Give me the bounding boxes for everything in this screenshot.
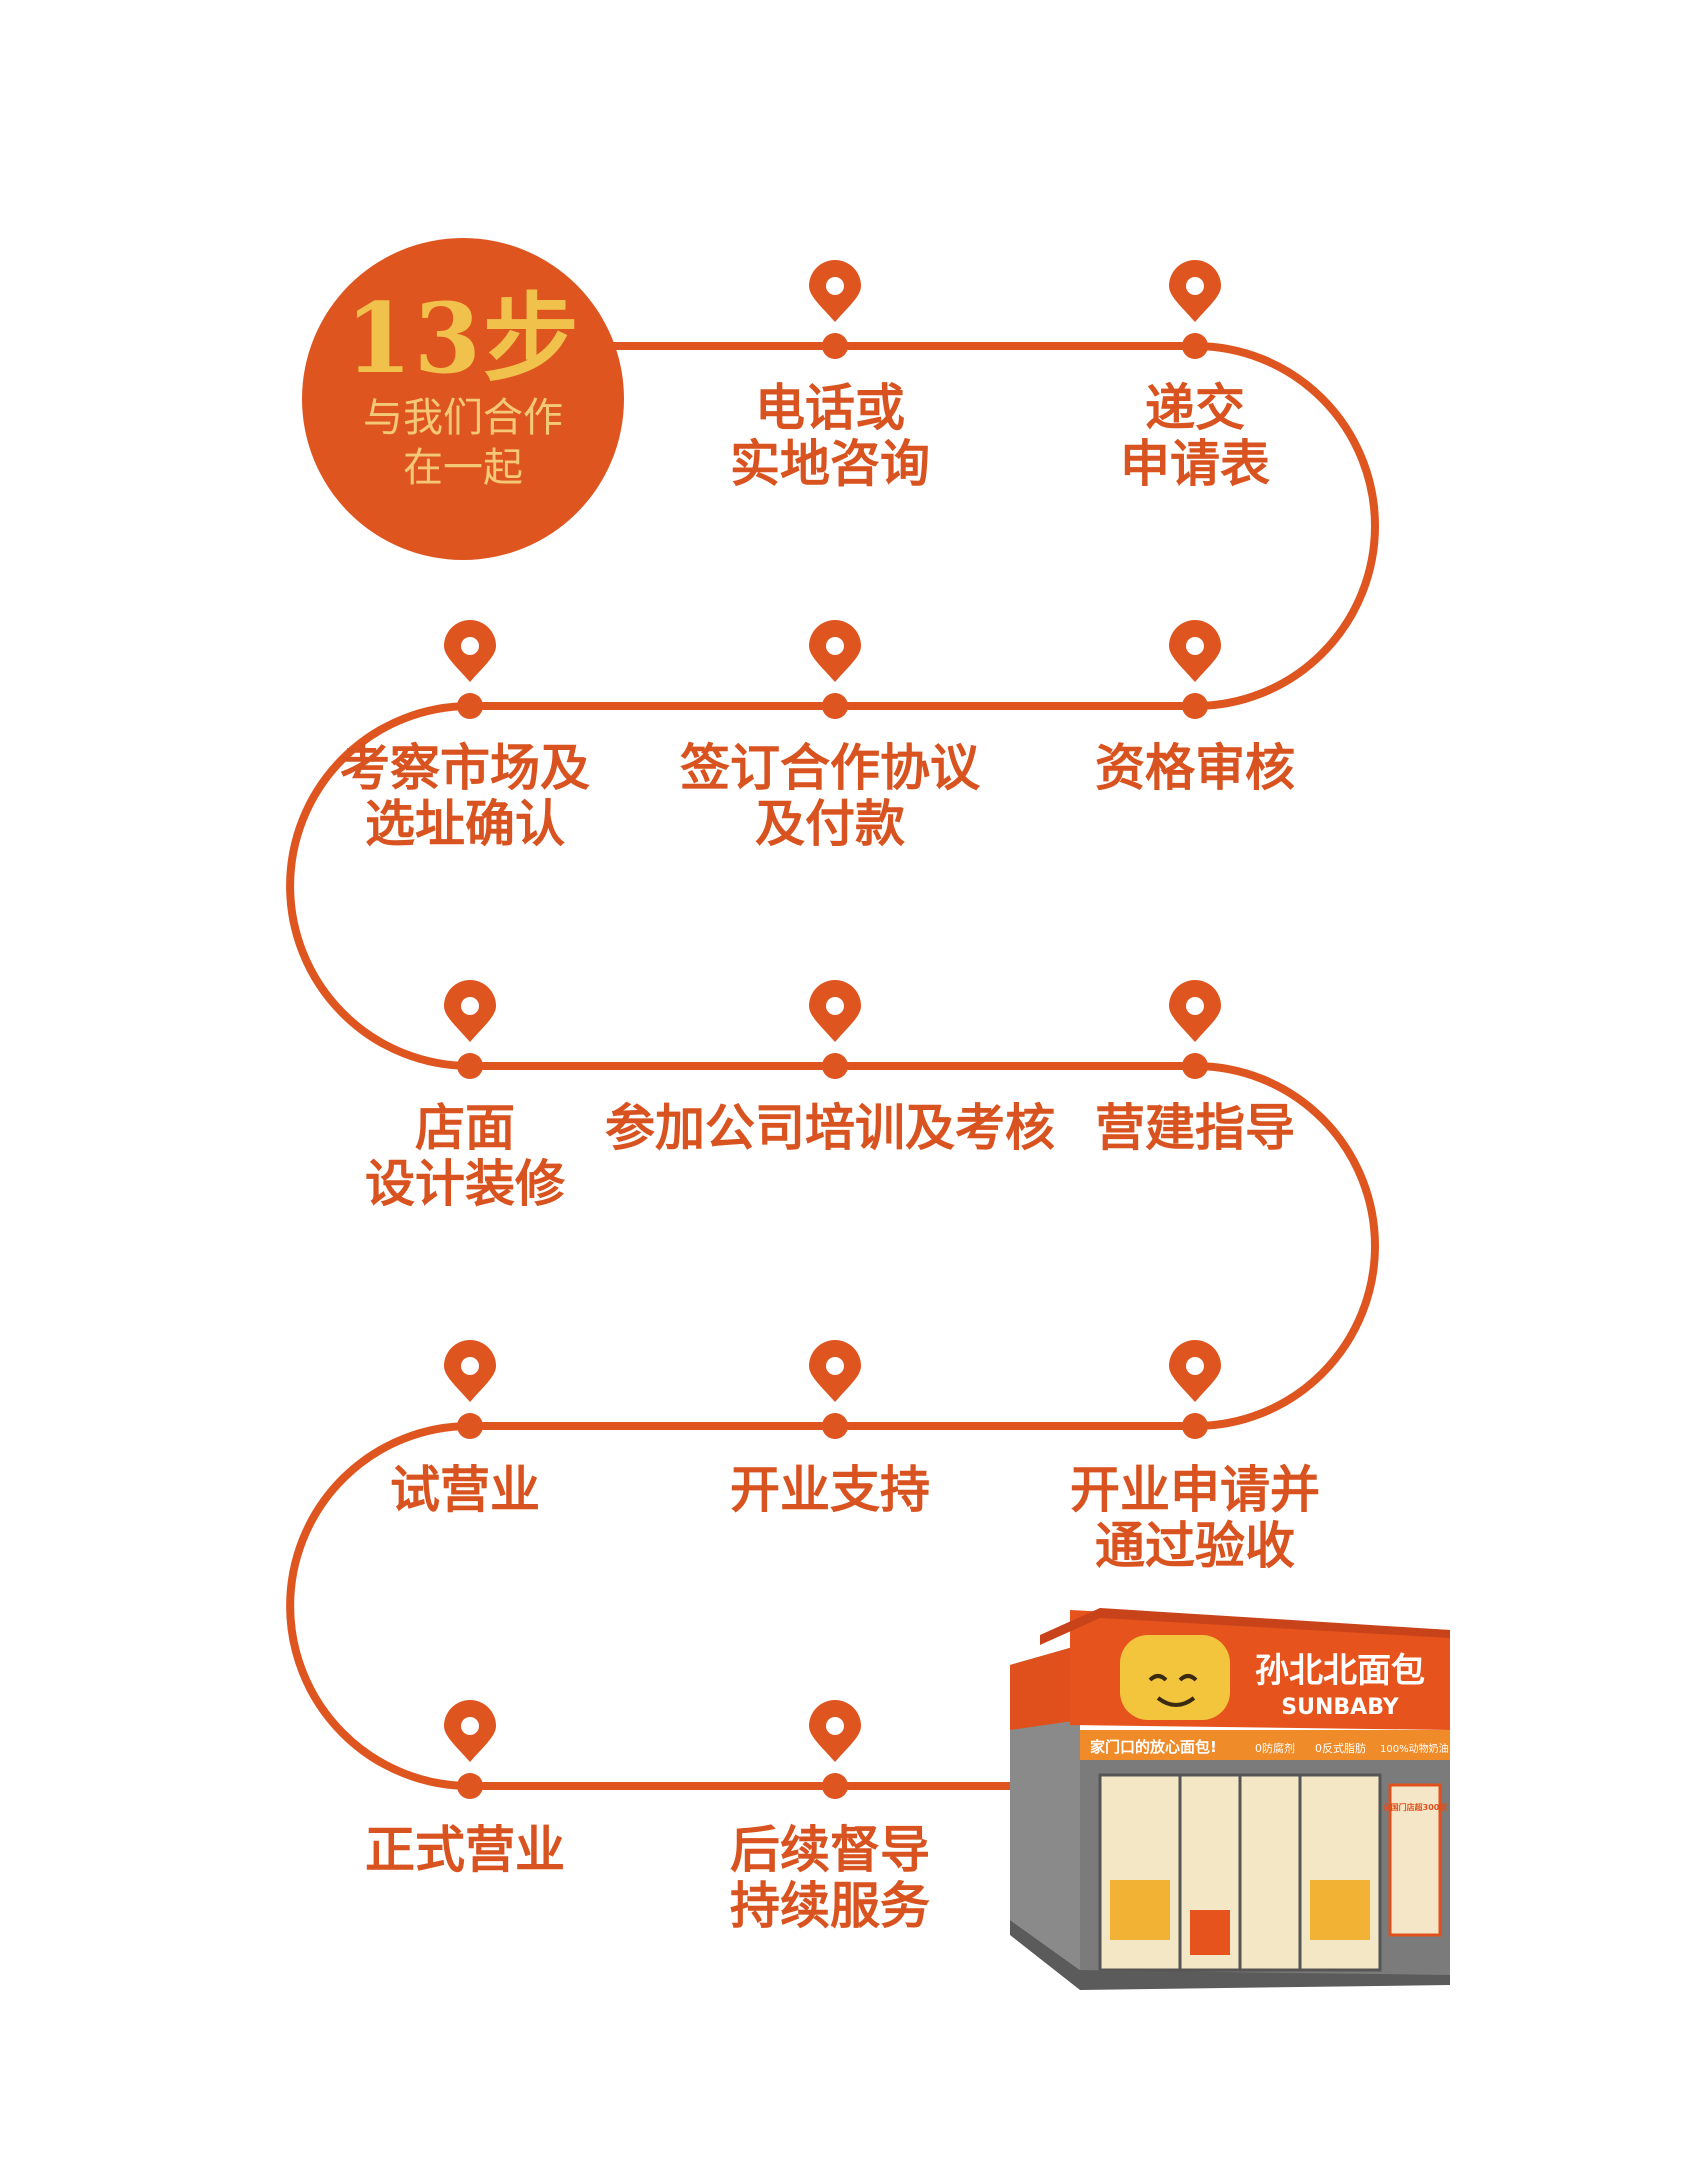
store-slogan: 家门口的放心面包! [1090, 1738, 1217, 1756]
location-pin-hole [826, 637, 844, 655]
store-tag: 100%动物奶油 [1380, 1742, 1449, 1755]
step-label: 资格审核 [1015, 740, 1375, 796]
step-label-line: 参加公司培训及考核 [605, 1098, 1055, 1157]
location-pin-hole [461, 997, 479, 1015]
step-dot [822, 333, 848, 359]
step-label-line: 资格审核 [1095, 738, 1295, 797]
step-dot [457, 1413, 483, 1439]
step-label-line: 选址确认 [365, 794, 565, 853]
step-label: 开业申请并 通过验收 [1015, 1462, 1375, 1574]
step-label-line: 签订合作协议 [680, 738, 980, 797]
location-pin-hole [1186, 1357, 1204, 1375]
step-label-line: 持续服务 [730, 1876, 930, 1935]
step-label: 营建指导 [1015, 1100, 1375, 1156]
step-label-line: 递交 [1145, 378, 1245, 437]
step-dot [822, 1413, 848, 1439]
location-pin-hole [1186, 997, 1204, 1015]
store-brand-cn: 孙北北面包 [1255, 1651, 1425, 1691]
step-label: 店面 设计装修 [285, 1100, 645, 1212]
location-pin-hole [826, 1717, 844, 1735]
store-brand-en: SUNBABY [1281, 1695, 1399, 1720]
step-label-line: 营建指导 [1095, 1098, 1295, 1157]
step-label: 试营业 [285, 1462, 645, 1518]
step-label-line: 考察市场及 [340, 738, 590, 797]
step-dot [457, 1053, 483, 1079]
step-label-line: 开业支持 [730, 1460, 930, 1519]
step-label-line: 后续督导 [730, 1820, 930, 1879]
step-label-line: 设计装修 [365, 1154, 565, 1213]
step-dot [822, 693, 848, 719]
step-dot [1182, 693, 1208, 719]
steps-badge: 13步 与我们合作 在一起 [302, 238, 624, 560]
badge-subtitle: 与我们合作 在一起 [363, 393, 563, 493]
step-label: 后续督导 持续服务 [650, 1822, 1010, 1934]
step-label: 参加公司培训及考核 [600, 1100, 1060, 1156]
step-label-line: 开业申请并 [1070, 1460, 1320, 1519]
step-dot [1182, 1413, 1208, 1439]
step-dot [822, 1773, 848, 1799]
step-dot [457, 1773, 483, 1799]
step-label: 开业支持 [650, 1462, 1010, 1518]
step-dot [457, 693, 483, 719]
step-dot [822, 1053, 848, 1079]
store-poster: 全国门店超300家 [1382, 1802, 1449, 1812]
step-label-line: 店面 [415, 1098, 515, 1157]
step-markers [444, 260, 1221, 1799]
location-pin-hole [826, 1357, 844, 1375]
step-label-line: 及付款 [755, 794, 905, 853]
step-label-line: 电话或 [755, 378, 905, 437]
step-dot [1182, 1053, 1208, 1079]
location-pin-hole [461, 1357, 479, 1375]
location-pin-hole [1186, 277, 1204, 295]
store-tag: 0反式脂肪 [1315, 1741, 1366, 1755]
step-label: 签订合作协议 及付款 [650, 740, 1010, 852]
step-label: 正式营业 [285, 1822, 645, 1878]
location-pin-hole [1186, 637, 1204, 655]
step-label-line: 通过验收 [1095, 1516, 1295, 1575]
badge-subtitle-line: 与我们合作 [363, 395, 563, 441]
step-label: 递交 申请表 [1015, 380, 1375, 492]
location-pin-hole [461, 637, 479, 655]
step-dot [1182, 333, 1208, 359]
badge-title: 13步 [345, 282, 581, 395]
location-pin-hole [826, 997, 844, 1015]
step-label-line: 申请表 [1120, 434, 1270, 493]
step-label-line: 试营业 [390, 1460, 540, 1519]
step-label: 电话或 实地咨询 [650, 380, 1010, 492]
step-label-line: 正式营业 [365, 1820, 565, 1879]
storefront-image: 孙北北面包 SUNBABY 家门口的放心面包! 0防腐剂 0反式脂肪 100%动… [1010, 1608, 1450, 1990]
badge-subtitle-line: 在一起 [403, 445, 523, 491]
step-label-line: 实地咨询 [730, 434, 930, 493]
step-label: 考察市场及 选址确认 [285, 740, 645, 852]
location-pin-hole [461, 1717, 479, 1735]
store-tag: 0防腐剂 [1255, 1741, 1295, 1755]
location-pin-hole [826, 277, 844, 295]
